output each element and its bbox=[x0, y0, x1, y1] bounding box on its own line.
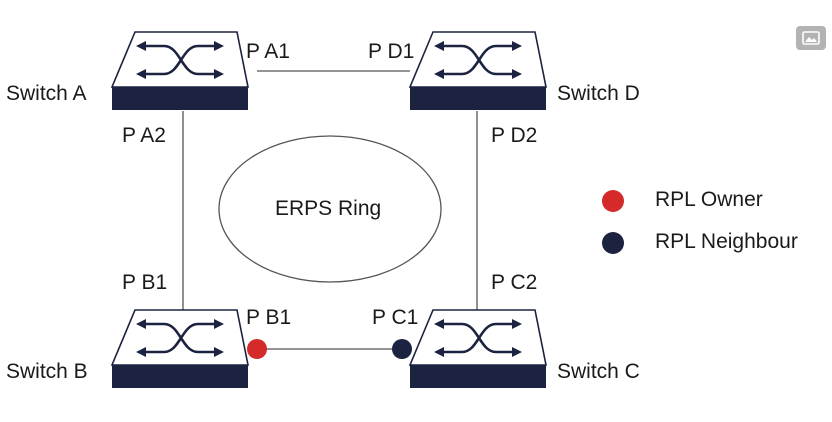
rpl-neighbour-legend-label: RPL Neighbour bbox=[655, 230, 798, 253]
switch-c-label: Switch C bbox=[557, 360, 640, 383]
ring-links bbox=[182, 70, 478, 350]
image-icon bbox=[802, 31, 820, 45]
port-d2-label: P D2 bbox=[491, 124, 538, 147]
switch-d-icon bbox=[408, 30, 548, 112]
switch-a-icon bbox=[110, 30, 250, 112]
rpl-neighbour-legend-dot bbox=[602, 232, 624, 254]
switch-b-label: Switch B bbox=[6, 360, 88, 383]
switch-d-label: Switch D bbox=[557, 82, 640, 105]
switch-b-icon bbox=[110, 308, 250, 390]
port-c2-label: P C2 bbox=[491, 271, 538, 294]
port-b1-label: P B1 bbox=[246, 306, 292, 329]
port-c1-label: P C1 bbox=[372, 306, 419, 329]
ring-label: ERPS Ring bbox=[275, 197, 382, 220]
switch-c-icon bbox=[408, 308, 548, 390]
port-b1-side-label: P B1 bbox=[122, 271, 168, 294]
port-d1-label: P D1 bbox=[368, 40, 415, 63]
rpl-owner-port-dot bbox=[247, 339, 267, 359]
image-icon-button[interactable] bbox=[796, 26, 826, 50]
rpl-owner-legend-dot bbox=[602, 190, 624, 212]
port-a2-label: P A2 bbox=[122, 124, 166, 147]
port-a1-label: P A1 bbox=[246, 40, 290, 63]
erps-ring-ellipse bbox=[218, 135, 442, 283]
switch-a-label: Switch A bbox=[6, 82, 87, 105]
rpl-neighbour-port-dot bbox=[392, 339, 412, 359]
rpl-owner-legend-label: RPL Owner bbox=[655, 188, 763, 211]
